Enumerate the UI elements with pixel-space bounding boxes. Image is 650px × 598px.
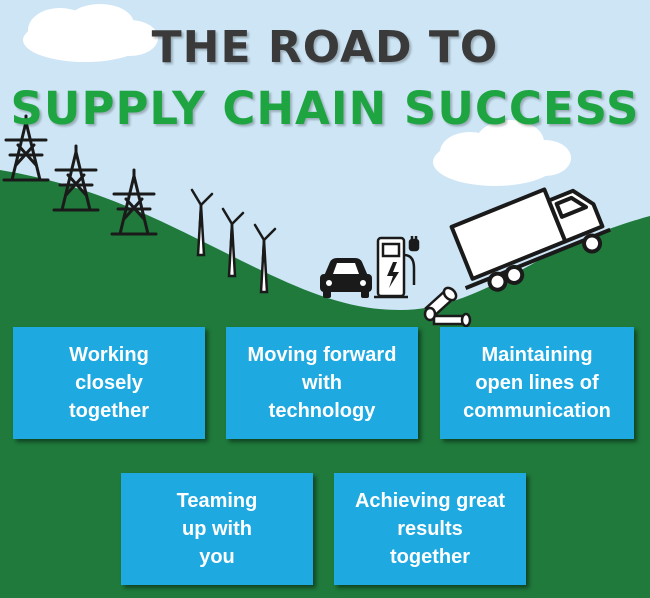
cloud-icon <box>23 4 158 62</box>
ev-charger-icon <box>374 236 420 299</box>
truck-icon <box>449 187 611 292</box>
value-box-communication: Maintaining open lines of communication <box>440 327 634 439</box>
box-label: Working closely together <box>69 344 149 422</box>
value-box-moving-forward: Moving forward with technology <box>226 327 418 439</box>
wind-turbine-icon <box>253 223 277 294</box>
power-pylon-icon <box>2 114 50 182</box>
wind-turbine-icon <box>190 188 214 257</box>
box-label: Teaming up with you <box>176 490 258 568</box>
box-label: Achieving great results together <box>354 490 506 568</box>
wind-turbine-icon <box>221 207 245 278</box>
value-box-achieving-results: Achieving great results together <box>334 473 526 585</box>
value-box-working-closely: Working closely together <box>13 327 205 439</box>
pipe-icon <box>423 286 472 328</box>
value-box-teaming-up: Teaming up with you <box>121 473 313 585</box>
car-icon <box>320 258 372 298</box>
title-line-2: SUPPLY CHAIN SUCCESS <box>10 82 640 135</box>
box-label: Moving forward with technology <box>247 344 397 422</box>
cloud-icon <box>433 120 571 186</box>
title-line-1: THE ROAD TO <box>151 22 499 73</box>
power-pylon-icon <box>110 168 158 236</box>
power-pylon-icon <box>52 144 100 212</box>
box-label: Maintaining open lines of communication <box>463 344 611 422</box>
